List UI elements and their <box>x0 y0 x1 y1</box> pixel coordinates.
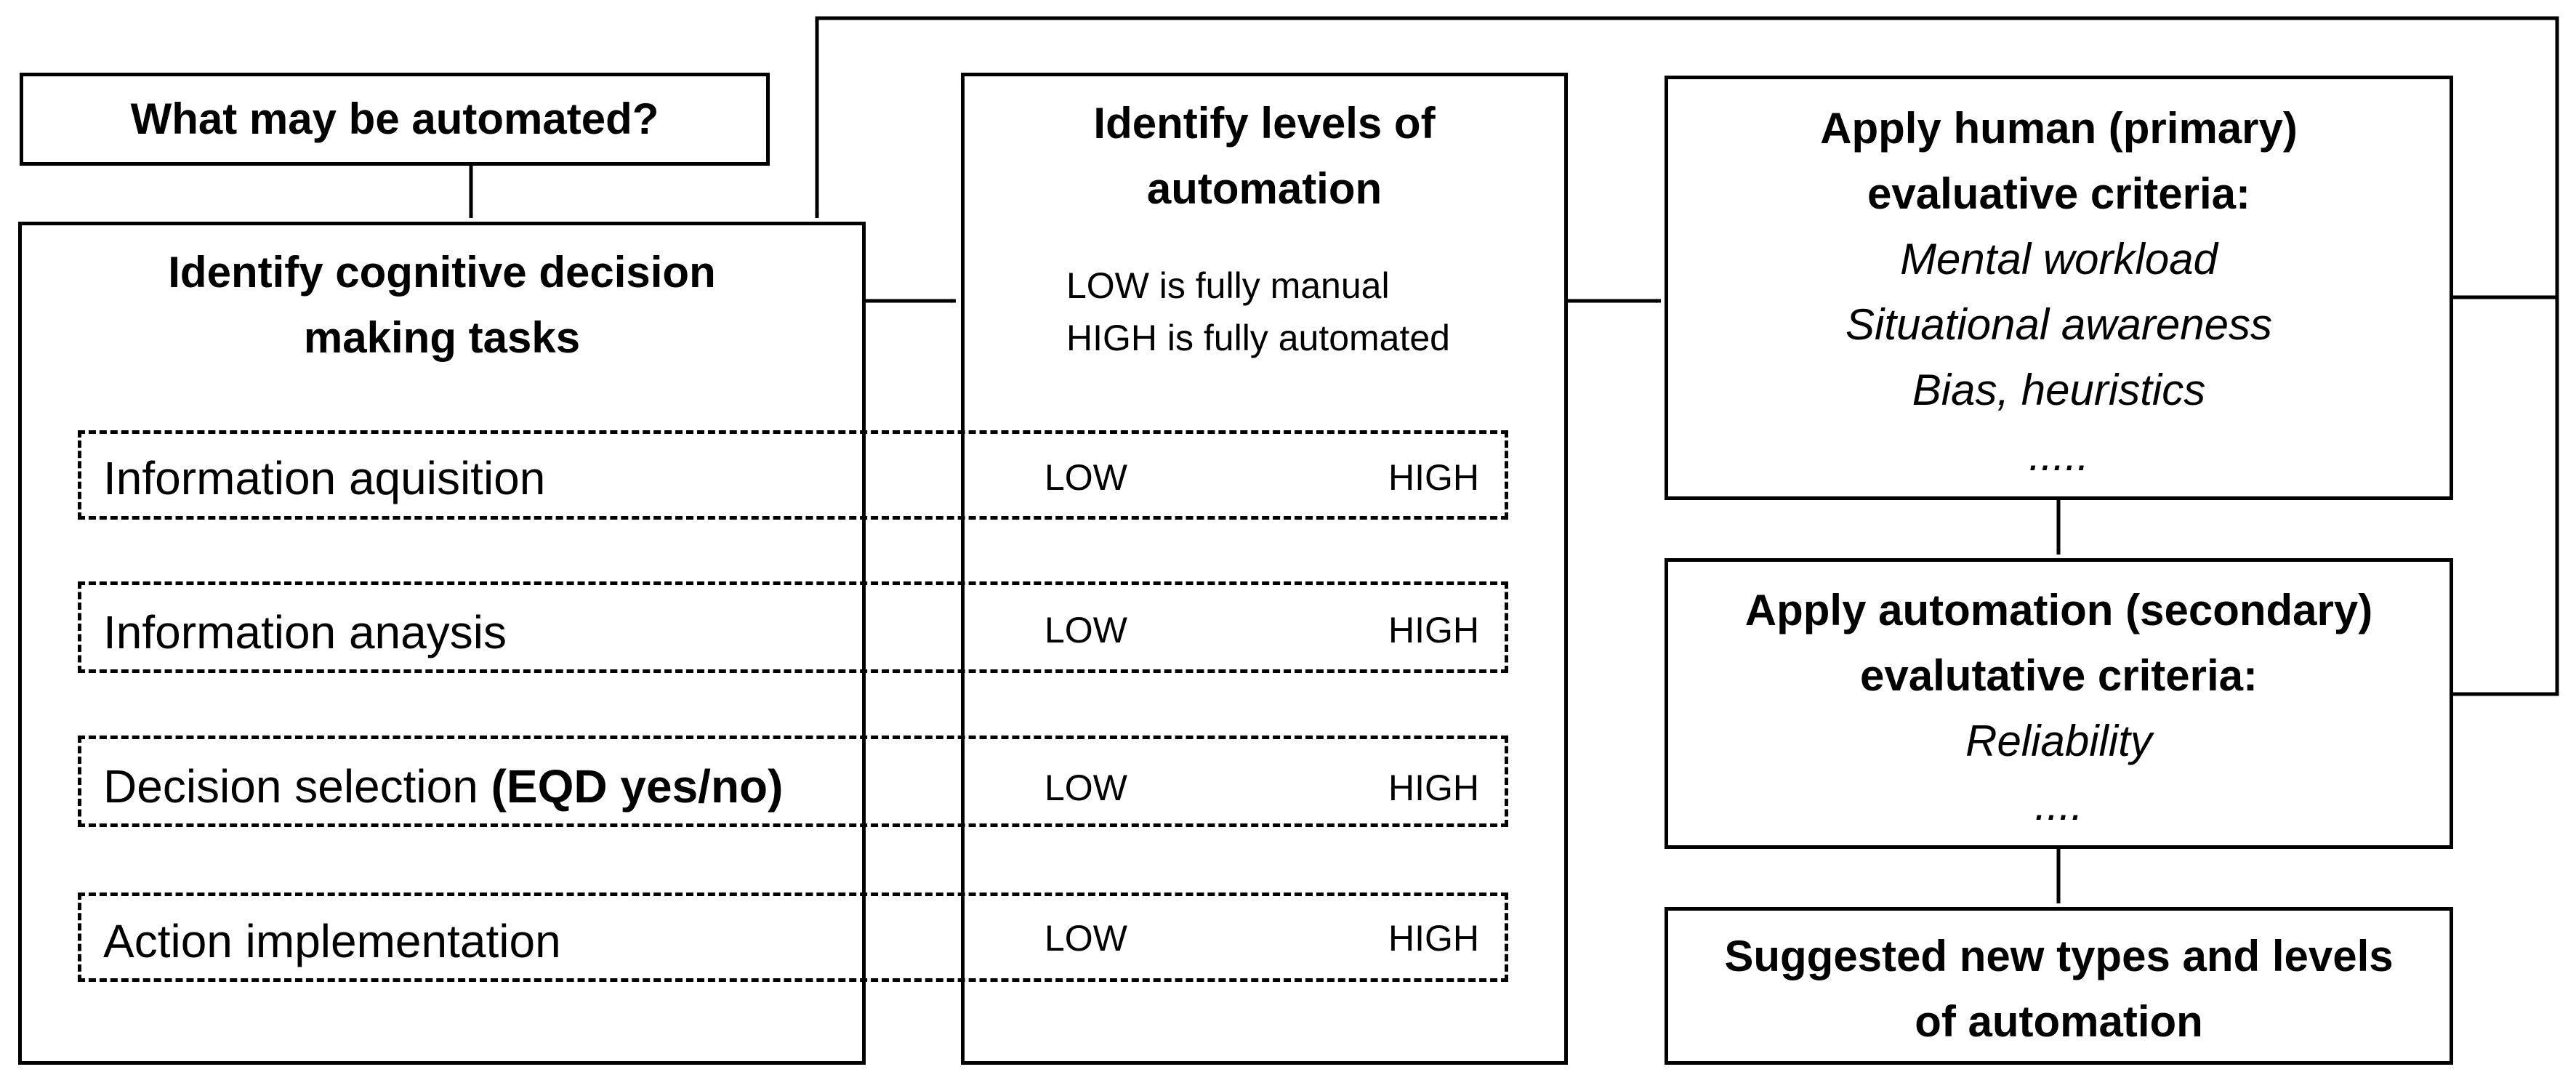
feedback-loop-arrow <box>815 16 2559 297</box>
scale-low-label: LOW <box>1045 457 1127 498</box>
task-row-label-text: Decision selection <box>103 760 491 813</box>
task-row: Action implementation LOW HIGH <box>78 892 1508 982</box>
start-label: What may be automated? <box>130 94 659 143</box>
scale-low-label: LOW <box>1045 767 1127 808</box>
automation-criteria-box: Apply automation (secondary) evalutative… <box>1665 558 2453 849</box>
scale-high-label: HIGH <box>1388 767 1479 808</box>
start-box: What may be automated? <box>20 73 770 166</box>
criterion-item: .... <box>2034 781 2083 829</box>
human-title-line1: Apply human (primary) <box>1820 104 2298 153</box>
automation-title-line2: evalutative criteria: <box>1860 651 2258 700</box>
scale-low-label: LOW <box>1045 610 1127 650</box>
scale-low-label: LOW <box>1045 918 1127 959</box>
task-row-label: Information anaysis <box>103 606 507 658</box>
criterion-item: ..... <box>2028 431 2090 480</box>
criterion-item: Situational awareness <box>1845 300 2273 349</box>
levels-box: Identify levels of automation LOW is ful… <box>961 73 1568 1065</box>
task-row-label: Action implementation <box>103 915 561 967</box>
tasks-title-line1: Identify cognitive decision <box>168 248 716 297</box>
scale-high-label: HIGH <box>1388 457 1479 498</box>
task-row-label: Information aquisition <box>103 452 546 504</box>
eqd-note: (EQD yes/no) <box>491 760 784 813</box>
criterion-item: Reliability <box>1965 717 2152 765</box>
tasks-title-line2: making tasks <box>303 313 581 362</box>
levels-title-line2: automation <box>1146 164 1382 213</box>
levels-title-line1: Identify levels of <box>1093 99 1436 148</box>
human-title-line2: evaluative criteria: <box>1867 169 2250 218</box>
automation-title-line1: Apply automation (secondary) <box>1744 586 2373 634</box>
scale-high-label: HIGH <box>1388 918 1479 959</box>
result-box: Suggested new types and levels of automa… <box>1665 907 2453 1065</box>
task-row-label: Decision selection (EQD yes/no) <box>103 763 783 810</box>
result-title-line2: of automation <box>1915 997 2203 1046</box>
criterion-item: Mental workload <box>1900 235 2218 283</box>
scale-high-label: HIGH <box>1388 610 1479 650</box>
criterion-item: Bias, heuristics <box>1912 366 2206 414</box>
feedback-loop-line <box>2451 295 2559 696</box>
result-title-line1: Suggested new types and levels <box>1724 932 2394 980</box>
human-criteria-box: Apply human (primary) evaluative criteri… <box>1665 76 2453 500</box>
levels-note-line1: LOW is fully manual <box>1066 265 1390 306</box>
tasks-box: Identify cognitive decision making tasks <box>18 222 866 1065</box>
task-row: Information aquisition LOW HIGH <box>78 430 1508 520</box>
task-row: Decision selection (EQD yes/no) LOW HIGH <box>78 736 1508 827</box>
task-row: Information anaysis LOW HIGH <box>78 581 1508 673</box>
levels-note-line2: HIGH is fully automated <box>1066 318 1450 358</box>
